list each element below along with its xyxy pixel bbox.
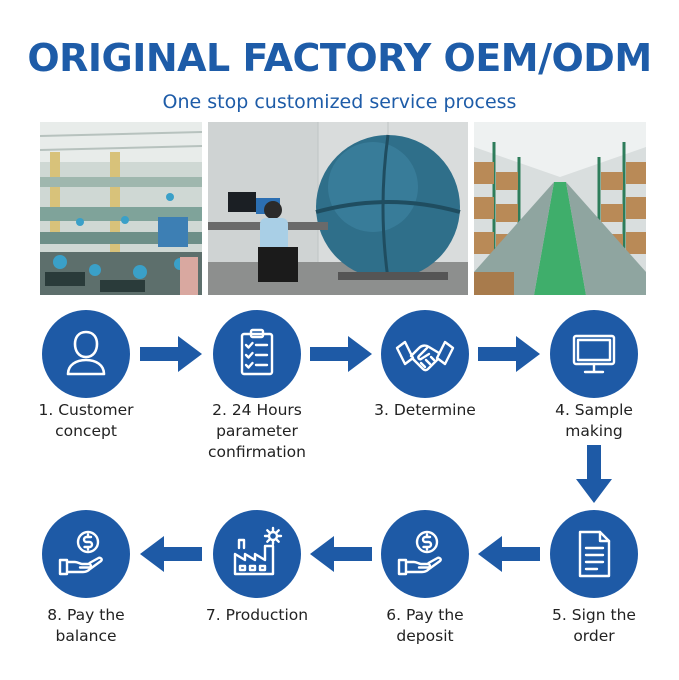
step-7-label: 7. Production: [192, 605, 322, 626]
handshake-icon: [381, 310, 469, 398]
step-1-customer-concept: [42, 310, 130, 398]
step-8-label: 8. Pay the balance: [21, 605, 151, 647]
step-2-label: 2. 24 Hours parameter confirmation: [192, 400, 322, 463]
arrow-right-icon: [478, 336, 540, 372]
factory-floor-photo: [40, 122, 202, 295]
arrow-right-icon: [140, 336, 202, 372]
coin-hand-icon: [381, 510, 469, 598]
person-icon: [42, 310, 130, 398]
checklist-icon: [213, 310, 301, 398]
step-5-sign-the-order: [550, 510, 638, 598]
arrow-right-icon: [310, 336, 372, 372]
factory-gear-icon: [213, 510, 301, 598]
coin-hand-icon: [42, 510, 130, 598]
step-5-label: 5. Sign the order: [529, 605, 659, 647]
step-3-determine: [381, 310, 469, 398]
monitor-icon: [550, 310, 638, 398]
step-6-label: 6. Pay the deposit: [360, 605, 490, 647]
arrow-left-icon: [140, 536, 202, 572]
page-title: ORIGINAL FACTORY OEM/ODM: [0, 36, 679, 80]
warehouse-photo: [474, 122, 646, 295]
step-7-production: [213, 510, 301, 598]
document-icon: [550, 510, 638, 598]
step-4-label: 4. Sample making: [529, 400, 659, 442]
page-subtitle: One stop customized service process: [0, 91, 679, 113]
integrating-sphere-lab-photo: [208, 122, 468, 295]
step-8-pay-the-balance: [42, 510, 130, 598]
arrow-down-icon: [576, 445, 612, 503]
arrow-left-icon: [478, 536, 540, 572]
step-3-label: 3. Determine: [360, 400, 490, 421]
arrow-left-icon: [310, 536, 372, 572]
step-4-sample-making: [550, 310, 638, 398]
step-6-pay-the-deposit: [381, 510, 469, 598]
step-1-label: 1. Customer concept: [21, 400, 151, 442]
step-2-parameter-confirmation: [213, 310, 301, 398]
